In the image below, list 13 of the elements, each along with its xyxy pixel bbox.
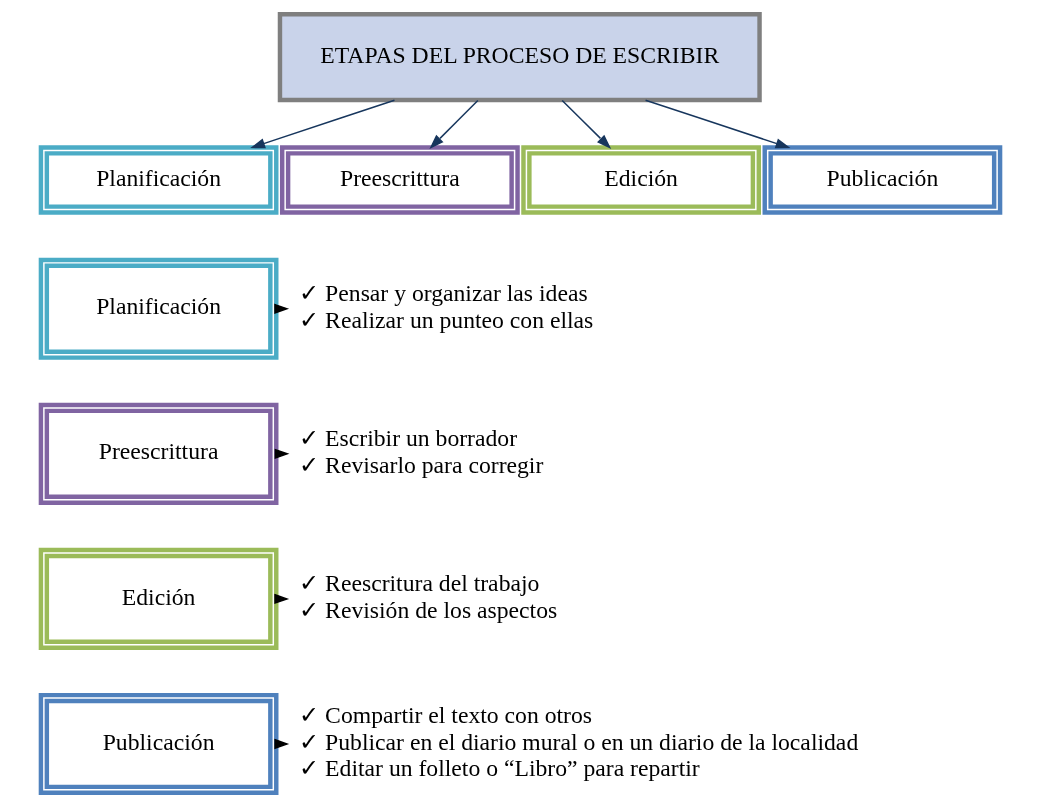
- node-text: ✓ Escribir un borrador ✓ Revisarlo para corregir: [298, 425, 543, 478]
- node-text: ✓ Reescritura del trabajo ✓ Revisión de los aspectos: [298, 570, 557, 623]
- node-box: Planificación: [38, 145, 278, 215]
- node-box: ETAPAS DEL PROCESO DE ESCRIBIR: [277, 12, 762, 103]
- arrow: [560, 99, 611, 149]
- arrow: [428, 99, 479, 149]
- arrow: [644, 99, 790, 149]
- node-box: Edición: [520, 145, 761, 215]
- node-box: Preescrittura: [279, 145, 520, 215]
- node-text: ✓ Pensar y organizar las ideas ✓ Realizar un punteo con ellas: [298, 280, 593, 333]
- node-box: Publicación: [762, 145, 1002, 215]
- arrow: [249, 99, 395, 149]
- node-text: ✓ Compartir el texto con otros ✓ Publicar en el diario mural o en un diario de la localidad ✓ Editar un folleto o “Libro” para repartir: [298, 701, 858, 782]
